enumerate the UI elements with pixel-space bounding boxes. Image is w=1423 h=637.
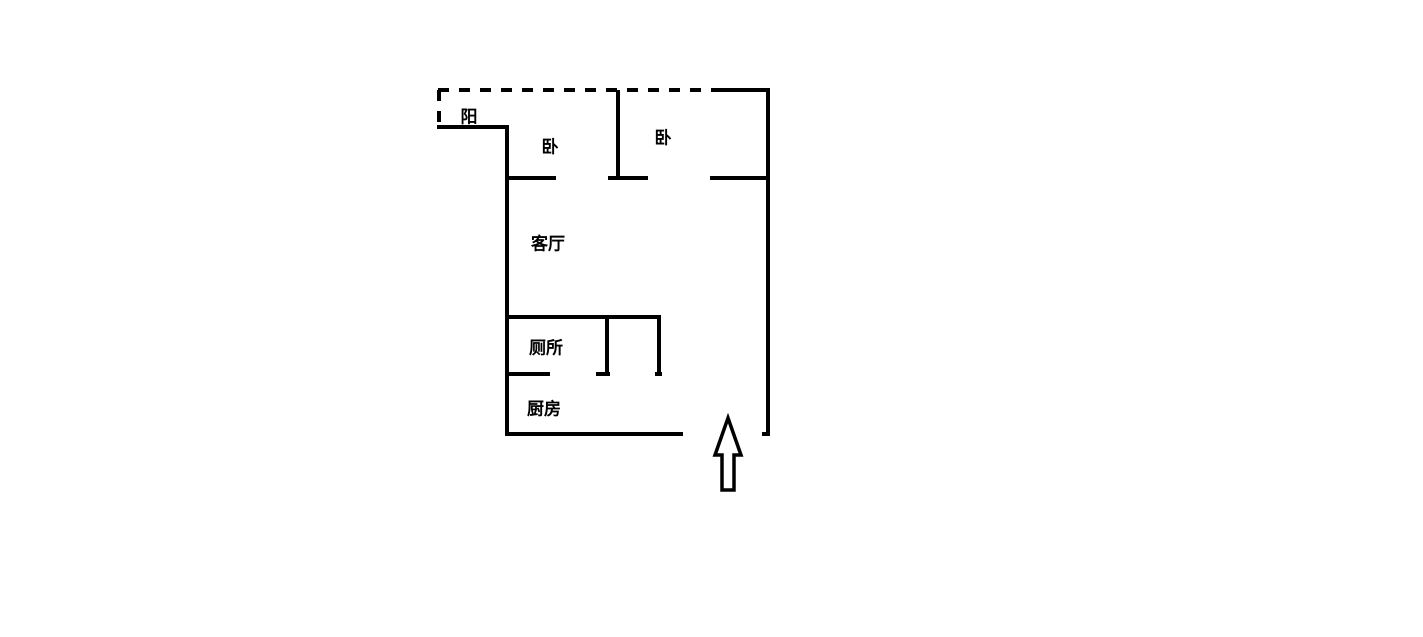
room-label-bedroom-left: 卧 <box>541 137 559 158</box>
room-label-living-room: 客厅 <box>531 234 565 255</box>
room-label-toilet: 厕所 <box>529 338 563 359</box>
walls <box>437 88 770 436</box>
arrow-up-icon <box>712 412 744 492</box>
room-label-balcony: 阳 <box>460 107 478 128</box>
room-label-kitchen: 厨房 <box>527 399 561 420</box>
room-label-bedroom-right: 卧 <box>654 128 672 149</box>
